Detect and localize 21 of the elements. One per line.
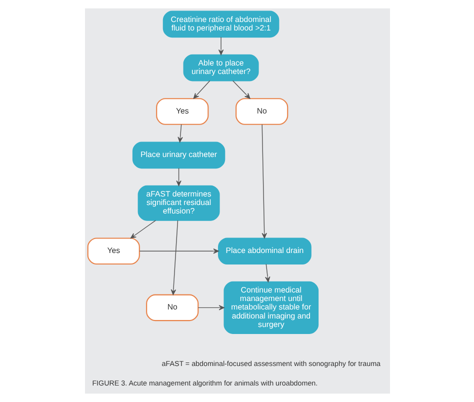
arrow [177, 124, 182, 142]
node-box: Able to place urinary catheter? [182, 54, 258, 82]
node-box: No [146, 294, 198, 322]
arrow [170, 220, 178, 295]
node-box: Creatinine ratio of abdominal fluid to peripheral blood >2:1 [162, 10, 279, 38]
arrow [197, 305, 224, 310]
node-box: Place abdominal drain [217, 238, 311, 265]
node-box: Yes [156, 98, 208, 125]
arrow [264, 264, 270, 282]
node-box: Yes [86, 238, 140, 265]
arrow [130, 220, 156, 239]
arrow [261, 124, 266, 239]
node-box: No [235, 98, 288, 125]
arrow [138, 248, 218, 254]
arrow [232, 80, 250, 99]
arrow [176, 168, 181, 186]
arrow [192, 80, 210, 99]
node-box: Place urinary catheter [132, 142, 225, 169]
node-box: aFAST determines significant residual effusion? [137, 185, 220, 221]
arrow [218, 36, 224, 56]
node-box: Continue medical management until metabolically stable for additional imaging and surgery [223, 281, 318, 334]
